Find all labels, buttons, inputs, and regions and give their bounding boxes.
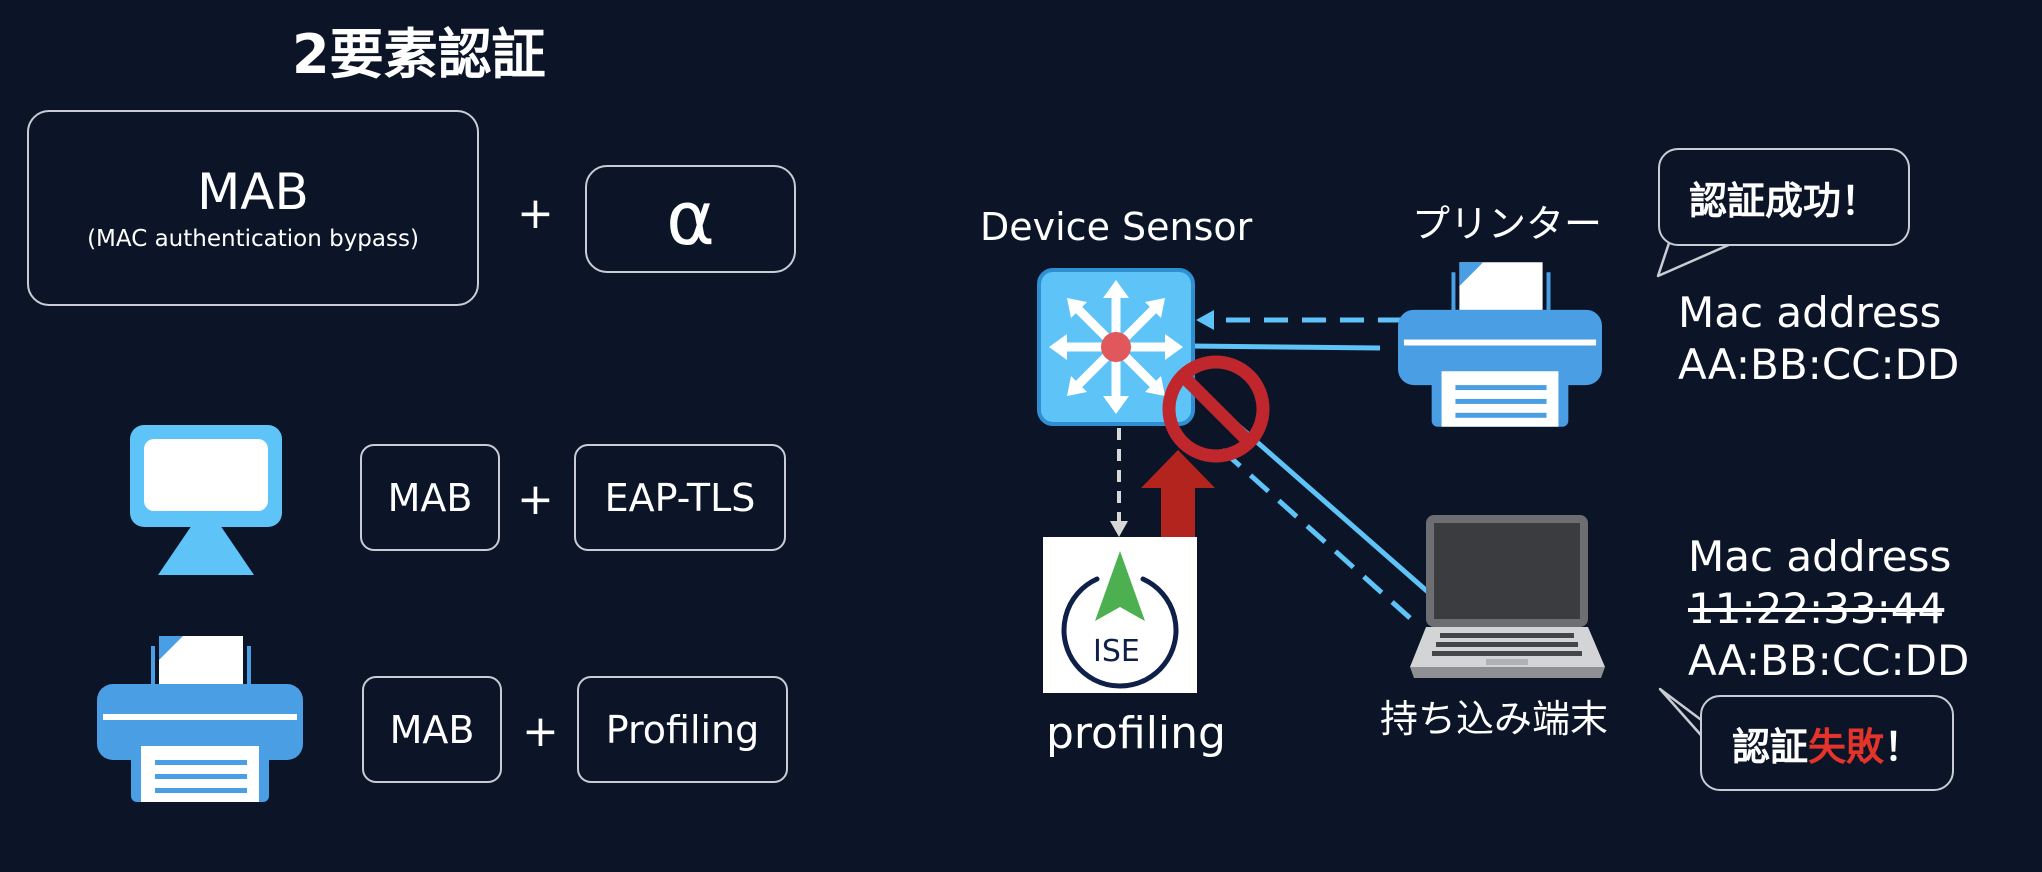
switch-icon (1037, 268, 1195, 426)
printer-mab-label: MAB (389, 707, 475, 752)
fail-bubble-suffix: ！ (1884, 724, 1923, 769)
success-bubble: 認証成功！ (1658, 148, 1910, 246)
eap-tls-box: EAP-TLS (574, 444, 786, 551)
ise-logo-icon (1061, 551, 1179, 689)
laptop-icon (1410, 515, 1605, 678)
mab-box: MAB (MAC authentication bypass) (27, 110, 479, 306)
ise-logo: ISE (1043, 537, 1197, 693)
fail-bubble-prefix: 認証 (1731, 724, 1808, 769)
printer-icon (97, 636, 303, 802)
printer-icon (1398, 262, 1602, 427)
fail-bubble: 認証失敗！ (1700, 695, 1954, 791)
printer-plus-sign: + (522, 706, 559, 757)
success-bubble-text: 認証成功！ (1688, 178, 1879, 223)
red-up-arrow (1141, 450, 1215, 542)
alpha-label: α (666, 176, 715, 262)
profiling-box: Profiling (577, 676, 788, 783)
printer-mac-value: AA:BB:CC:DD (1678, 340, 1960, 389)
ise-arrow-head (1110, 521, 1128, 537)
printer-solid-link (1189, 343, 1381, 351)
ise-logo-text: ISE (1093, 634, 1140, 669)
dashed-arrow-head (1196, 310, 1214, 330)
device-sensor-label: Device Sensor (980, 205, 1253, 249)
laptop-mac-new: AA:BB:CC:DD (1688, 636, 1970, 685)
printer-mac-label: Mac address (1678, 288, 1942, 337)
diagram-title: 2要素認証 (292, 23, 546, 86)
printer-label: プリンター (1412, 202, 1603, 246)
profiling-label: profiling (1046, 708, 1226, 759)
monitor-icon (130, 425, 282, 575)
laptop-mac-old: 11:22:33:44 (1688, 584, 1945, 633)
laptop-label: 持ち込み端末 (1380, 697, 1609, 741)
laptop-dashed-link (1218, 446, 1412, 620)
eap-tls-label: EAP-TLS (604, 475, 756, 520)
success-bubble-tail (1656, 238, 1742, 278)
profiling-method-label: Profiling (605, 707, 760, 752)
prohibited-icon (1162, 355, 1270, 463)
mab-title: MAB (197, 162, 309, 221)
pc-mab-box: MAB (360, 444, 500, 551)
alpha-box: α (585, 165, 796, 273)
mab-subtitle: (MAC authentication bypass) (87, 225, 419, 252)
plus-sign: + (517, 188, 554, 239)
laptop-mac-label: Mac address (1688, 532, 1952, 581)
pc-plus-sign: + (517, 474, 554, 525)
pc-mab-label: MAB (387, 475, 473, 520)
printer-mab-box: MAB (362, 676, 502, 783)
fail-bubble-highlight: 失敗 (1807, 724, 1884, 769)
